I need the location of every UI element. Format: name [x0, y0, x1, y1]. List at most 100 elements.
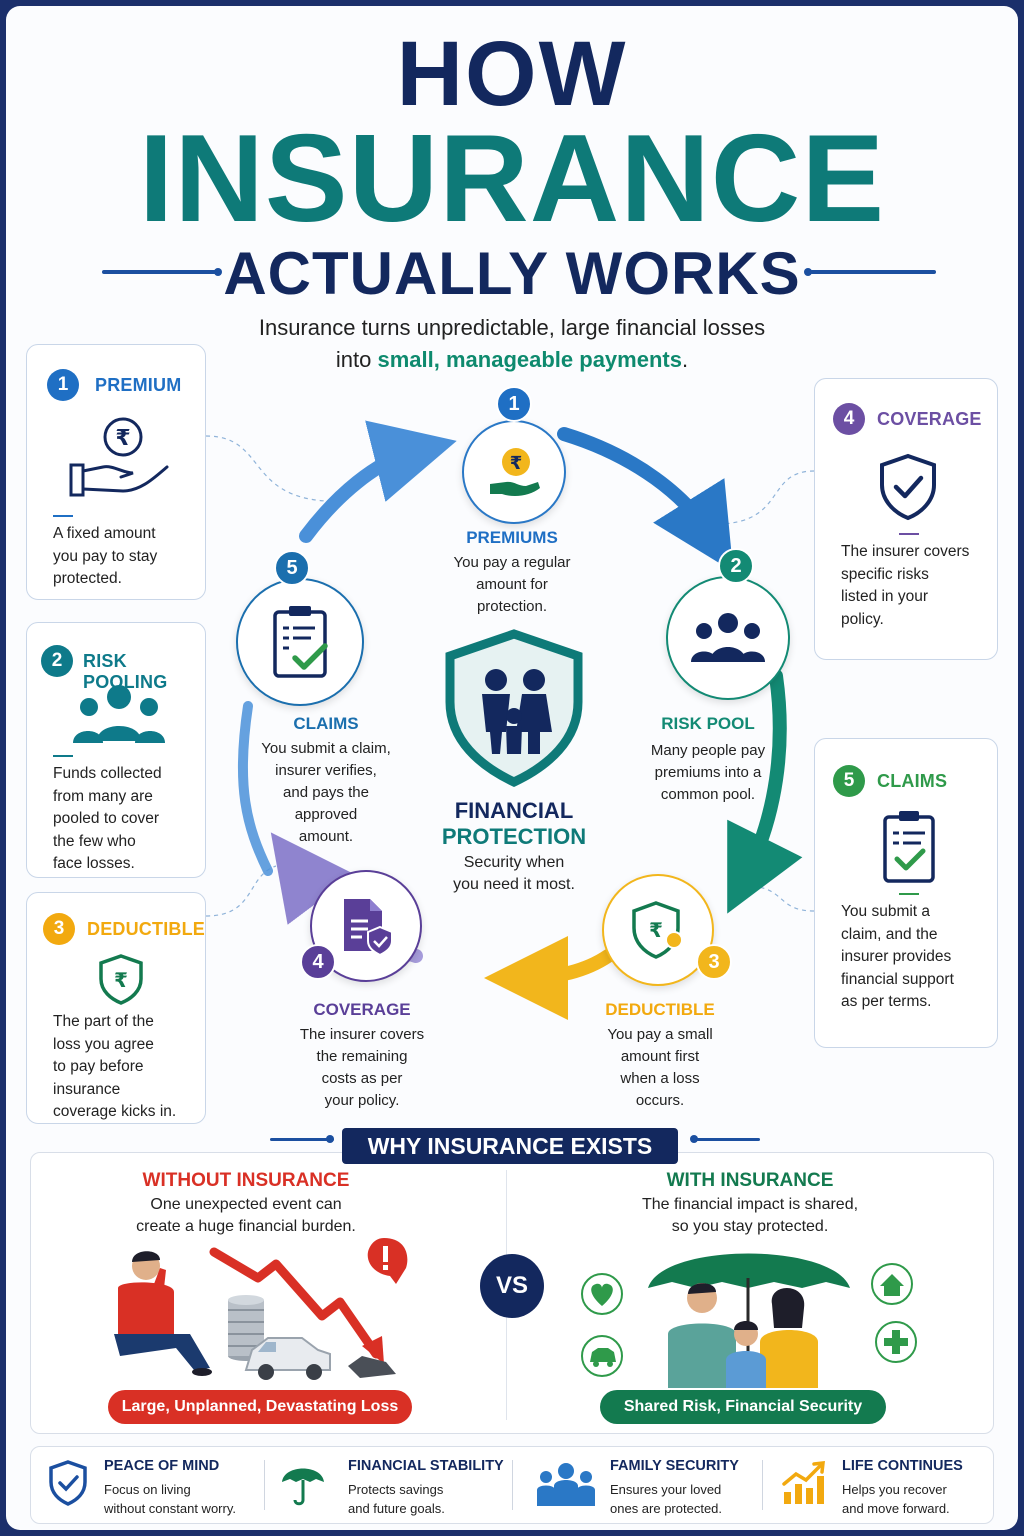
text-line: and pays the	[283, 784, 369, 801]
benefit-divider	[264, 1460, 265, 1510]
text-line: The financial impact is shared,	[641, 1196, 859, 1213]
title-rule-right	[810, 270, 936, 274]
text-line: You pay a regular	[453, 554, 571, 571]
svg-text:₹: ₹	[114, 968, 128, 992]
rupee-shield-coin-icon: ₹	[632, 901, 683, 959]
text-line: The insurer covers	[841, 543, 970, 560]
infographic-page: HOW INSURANCE ACTUALLY WORKS Insurance t…	[6, 6, 1018, 1530]
text-line: amount for	[476, 576, 548, 593]
text-line: without constant worry.	[104, 1501, 236, 1516]
cycle-node-4-text: The insurer covers the remaining costs a…	[262, 1024, 462, 1112]
cycle-node-1-title: PREMIUMS	[466, 528, 558, 547]
with-insurance-badge: Shared Risk, Financial Security	[600, 1390, 886, 1424]
left-card-risk-rule	[53, 755, 73, 757]
text-line: You submit a claim,	[261, 740, 391, 757]
benefit-divider	[512, 1460, 513, 1510]
right-card-claims-number: 5	[833, 765, 865, 797]
health-icon	[581, 1273, 623, 1315]
text-line: claim, and the	[841, 925, 938, 943]
man-figure	[668, 1283, 736, 1388]
right-card-claims-title: CLAIMS	[877, 771, 948, 791]
subtitle-period: .	[681, 347, 689, 372]
cycle-node-5-number: 5	[274, 550, 310, 586]
text-line: create a huge financial burden.	[136, 1218, 356, 1235]
why-rule-left	[270, 1138, 334, 1141]
left-card-deductible-text: The part of the loss you agree to pay be…	[53, 1011, 176, 1124]
cycle-node-5-title: CLAIMS	[293, 714, 359, 733]
right-card-claims-text: You submit a claim, and the insurer prov…	[841, 901, 954, 1014]
text-line: A fixed amount	[53, 525, 156, 542]
subtitle-line-2: into small, manageable payments.	[6, 344, 1018, 376]
people-group-icon	[73, 685, 165, 743]
text-line: You submit a	[841, 903, 931, 920]
document-shield-icon	[344, 899, 393, 957]
text-line: and move forward.	[842, 1501, 950, 1516]
text-line: loss you agree	[53, 1035, 154, 1053]
svg-text:₹: ₹	[510, 453, 523, 474]
arc-2-to-3	[727, 669, 803, 914]
growth-chart-icon	[782, 1461, 825, 1504]
text-line: your policy.	[324, 1092, 400, 1109]
left-card-deductible: 3 DEDUCTIBLE ₹ The part of the loss you …	[26, 892, 206, 1124]
text-line: the few who	[53, 832, 136, 850]
cycle-node-1-number: 1	[496, 386, 532, 422]
text-line: insurer verifies,	[275, 762, 377, 779]
cycle-node-2-title: RISK POOL	[661, 714, 755, 733]
benefit-life-title: LIFE CONTINUES	[842, 1458, 963, 1474]
arc-3-to-4	[484, 935, 615, 1020]
text-line: Helps you recover	[842, 1482, 947, 1497]
right-card-claims: 5 CLAIMS You submit a claim, and the ins…	[814, 738, 998, 1048]
why-title: WHY INSURANCE EXISTS	[342, 1128, 678, 1164]
benefit-family-title: FAMILY SECURITY	[610, 1458, 739, 1474]
text-line: Security when	[463, 854, 565, 871]
text-line: ones are protected.	[610, 1501, 723, 1516]
subtitle: Insurance turns unpredictable, large fin…	[6, 312, 1018, 376]
right-card-coverage-number: 4	[833, 403, 865, 435]
without-insurance-title: WITHOUT INSURANCE	[142, 1170, 350, 1191]
subtitle-highlight: small, manageable payments	[377, 347, 682, 372]
left-card-deductible-title: DEDUCTIBLE	[87, 919, 205, 939]
left-card-premium: 1 PREMIUM ₹ A fixed amount you pay to st…	[26, 344, 206, 600]
cycle-node-2-text: Many people pay premiums into a common p…	[610, 740, 806, 806]
cycle-node-4-title: COVERAGE	[313, 1000, 411, 1019]
text-line: when a loss	[620, 1070, 700, 1087]
center-title-protection: PROTECTION	[441, 824, 587, 849]
why-rule-left-dot	[326, 1135, 334, 1143]
left-card-premium-text: A fixed amount you pay to stay protected…	[53, 523, 157, 591]
arc-1-to-2	[557, 427, 734, 572]
benefit-stability-title: FINANCIAL STABILITY	[348, 1458, 504, 1474]
benefit-life-text: Helps you recover and move forward.	[842, 1480, 950, 1518]
left-card-premium-title: PREMIUM	[95, 375, 182, 395]
financial-loss-illustration	[114, 1238, 408, 1380]
left-card-risk-number: 2	[41, 645, 73, 677]
text-line: insurer provides	[841, 948, 952, 965]
text-line: the remaining	[316, 1048, 408, 1065]
medical-cross-icon	[875, 1321, 917, 1363]
child-figure	[726, 1321, 766, 1388]
benefit-stability-text: Protects savings and future goals.	[348, 1480, 445, 1518]
why-rule-right-dot	[690, 1135, 698, 1143]
left-card-risk-text: Funds collected from many are pooled to …	[53, 763, 162, 876]
cycle-node-3: ₹	[602, 874, 714, 986]
title-insurance: INSURANCE	[138, 110, 886, 248]
right-card-coverage-text: The insurer covers specific risks listed…	[841, 541, 969, 631]
without-insurance-text: One unexpected event can create a huge f…	[46, 1194, 446, 1238]
text-line: Ensures your loved	[610, 1482, 722, 1497]
cycle-node-3-text: You pay a small amount first when a loss…	[562, 1024, 758, 1112]
cycle-node-3-number: 3	[696, 944, 732, 980]
left-card-premium-number: 1	[47, 369, 79, 401]
title-rule-left	[102, 270, 218, 274]
subtitle-prefix: into	[335, 347, 378, 372]
text-line: Protects savings	[348, 1482, 444, 1497]
cycle-node-2	[666, 576, 790, 700]
title-how: HOW	[396, 23, 628, 125]
with-insurance-text: The financial impact is shared, so you s…	[550, 1194, 950, 1238]
woman-figure	[760, 1287, 818, 1388]
text-line: common pool.	[660, 786, 756, 803]
cycle-node-5	[236, 578, 364, 706]
text-line: protected.	[53, 570, 122, 587]
text-line: premiums into a	[654, 764, 762, 781]
text-line: to pay before	[53, 1058, 144, 1075]
left-card-premium-rule	[53, 515, 73, 517]
right-card-coverage-rule	[899, 533, 919, 535]
